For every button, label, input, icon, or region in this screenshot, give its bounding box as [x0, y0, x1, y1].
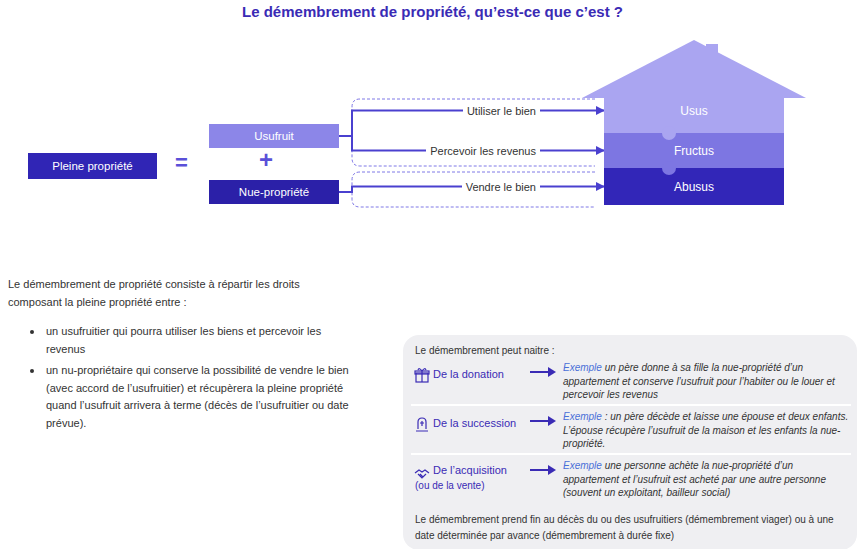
panel-note: Le démembrement prend fin au décès du ou…: [415, 512, 845, 544]
origin-row: De la succession Exemple : un père décède…: [411, 408, 851, 455]
concept-box: Pleine propriété: [28, 153, 157, 179]
node-label: Nue-propriété: [239, 186, 309, 198]
house-band: Usus: [604, 88, 784, 133]
arrow: [529, 464, 557, 476]
puzzle-knob: [662, 161, 676, 175]
example-text: Exemple une personne achète la nue-propr…: [563, 459, 849, 500]
node-label: Pleine propriété: [52, 160, 133, 172]
edge-label: Percevoir les revenus: [426, 144, 540, 158]
bullet-text: un nu-propriétaire qui conserve la possi…: [46, 362, 362, 432]
edge-label: Vendre le bien: [462, 180, 540, 194]
panel-heading: Le démembrement peut naitre :: [415, 343, 845, 359]
bullet-dot: [30, 330, 34, 334]
icon: [414, 465, 430, 481]
icon: [414, 367, 430, 383]
bracket: [352, 99, 595, 166]
origin-label: De l’acquisition: [433, 464, 507, 476]
node-label: Abusus: [674, 180, 714, 194]
puzzle-knob: [662, 126, 676, 140]
plus-sign: +: [259, 148, 273, 172]
icon: [414, 416, 430, 432]
bracket: [352, 172, 595, 207]
equals-sign: =: [175, 152, 188, 174]
origin-label: De la succession: [433, 417, 516, 429]
origin-sublabel: (ou de la vente): [415, 480, 485, 491]
example-text: Exemple : un père décède et laisse une é…: [563, 410, 849, 451]
node-label: Fructus: [674, 144, 714, 158]
origin-row: De la donation Exemple un père donne à sa…: [411, 359, 851, 406]
node-label: Usufruit: [254, 130, 294, 142]
edge-label: Utiliser le bien: [463, 104, 540, 118]
title: Le démembrement de propriété, qu’est-ce …: [0, 3, 865, 20]
house-band: Abusus: [604, 168, 784, 205]
arrow: [529, 415, 557, 427]
arrow: [529, 366, 557, 378]
concept-box: Usufruit: [209, 124, 339, 148]
node-label: Usus: [680, 104, 707, 118]
bullet-text: un usufruitier qui pourra utiliser les b…: [46, 323, 358, 358]
info-panel: Le démembrement peut naitre : Le démembre…: [403, 335, 857, 549]
origin-label: De la donation: [433, 368, 504, 380]
example-text: Exemple un père donne à sa fille la nue-…: [563, 361, 849, 402]
body-text: Le démembrement de propriété consiste à …: [8, 276, 353, 311]
bullet-dot: [30, 369, 34, 373]
concept-box: Nue-propriété: [209, 180, 339, 204]
origin-row: De l’acquisition (ou de la vente) Exemple …: [411, 457, 851, 504]
house-band: Fructus: [604, 133, 784, 168]
